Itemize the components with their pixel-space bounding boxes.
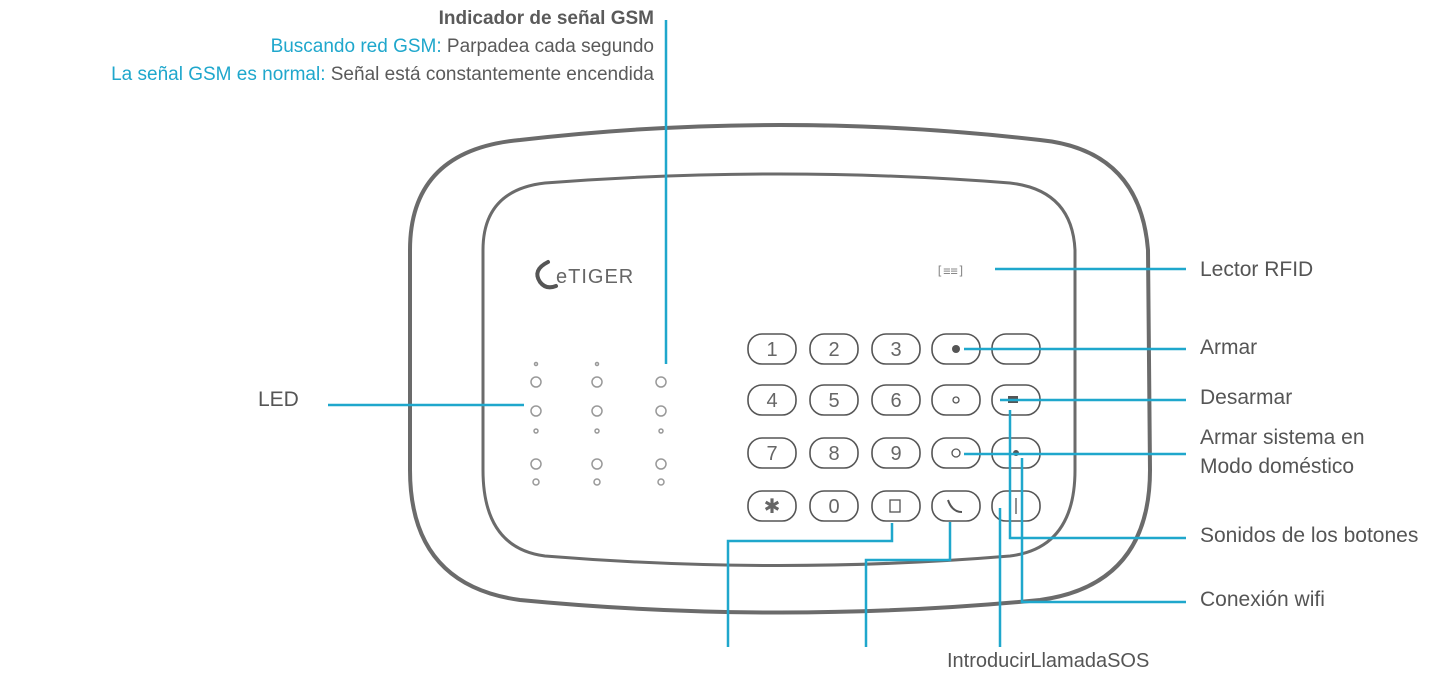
gsm-normal-value: Señal está constantemente encendida xyxy=(325,64,654,85)
home-icon xyxy=(951,448,961,458)
key-1-label: 1 xyxy=(766,339,777,361)
disarm-label: Desarmar xyxy=(1200,386,1293,409)
key-1 xyxy=(747,333,797,365)
key-0 xyxy=(809,490,859,522)
led-label: LED xyxy=(258,388,299,411)
home-mode-label-line1: Armar sistema en xyxy=(1200,426,1365,449)
led-icon xyxy=(530,376,542,388)
led-symbol xyxy=(533,428,539,434)
home-mode-label-line2: Modo doméstico xyxy=(1200,455,1355,478)
led-symbol xyxy=(532,478,540,486)
button-sounds-label: Sonidos de los botones xyxy=(1200,524,1419,547)
key-3 xyxy=(871,333,921,365)
led-icon xyxy=(530,405,542,417)
keypad xyxy=(747,333,1041,522)
hash-icon xyxy=(889,499,901,513)
led-symbol xyxy=(533,361,539,367)
key-call xyxy=(931,490,981,522)
key-7 xyxy=(747,437,797,469)
etiger-logo: eTIGER xyxy=(535,260,634,290)
gsm-normal-line: La señal GSM es normal: Señal está const… xyxy=(111,64,654,86)
enter-callout-line xyxy=(726,523,894,647)
key-sos xyxy=(991,490,1041,522)
gsm-searching-value: Parpadea cada segundo xyxy=(441,36,654,57)
keypad-digits: 1 2 3 4 5 6 7 8 9 ✱ 0 xyxy=(764,339,902,518)
phone-icon xyxy=(947,499,963,513)
key-4-label: 4 xyxy=(766,390,777,412)
device-inner-panel xyxy=(481,172,1077,567)
bottom-callout-label: IntroducirLlamadaSOS xyxy=(947,650,1150,672)
keypad-icons xyxy=(889,345,1019,514)
call-callout-line xyxy=(864,522,952,647)
led-symbol xyxy=(657,478,665,486)
key-star-label: ✱ xyxy=(764,496,781,518)
key-enter xyxy=(871,490,921,522)
led-icon xyxy=(591,458,603,470)
device-outer-frame xyxy=(408,123,1153,615)
callout-lines xyxy=(328,20,1186,647)
led-icon xyxy=(655,376,667,388)
key-8-label: 8 xyxy=(828,443,839,465)
key-7-label: 7 xyxy=(766,443,777,465)
led-icon xyxy=(530,458,542,470)
rfid-label: Lector RFID xyxy=(1200,258,1314,281)
rfid-icon: [≡≡] xyxy=(936,264,965,278)
key-2 xyxy=(809,333,859,365)
led-icon xyxy=(655,458,667,470)
key-star xyxy=(747,490,797,522)
gsm-searching-line: Buscando red GSM: Parpadea cada segundo xyxy=(271,36,654,58)
gsm-indicator-title: Indicador de señal GSM xyxy=(438,8,654,29)
key-8 xyxy=(809,437,859,469)
brand-text: eTIGER xyxy=(556,266,634,288)
key-0-label: 0 xyxy=(828,496,839,518)
led-icon xyxy=(591,405,603,417)
unlock-icon xyxy=(952,396,960,404)
led-icon xyxy=(655,405,667,417)
key-9-label: 9 xyxy=(890,443,901,465)
led-symbol xyxy=(593,478,601,486)
sound-callout-line xyxy=(1008,410,1186,540)
gsm-searching-key: Buscando red GSM: xyxy=(270,36,442,57)
key-6-label: 6 xyxy=(890,390,901,412)
gsm-normal-key: La señal GSM es normal: xyxy=(111,64,326,85)
arm-label: Armar xyxy=(1200,336,1258,359)
key-6 xyxy=(871,384,921,416)
led-matrix xyxy=(530,361,667,486)
key-disarm xyxy=(931,384,981,416)
led-symbol xyxy=(658,428,664,434)
led-symbol xyxy=(594,428,600,434)
key-9 xyxy=(871,437,921,469)
wifi-label: Conexión wifi xyxy=(1200,588,1325,611)
wifi-callout-line xyxy=(1020,458,1186,604)
key-5 xyxy=(809,384,859,416)
lock-icon xyxy=(952,345,960,353)
key-3-label: 3 xyxy=(890,339,901,361)
key-4 xyxy=(747,384,797,416)
led-icon xyxy=(591,376,603,388)
key-2-label: 2 xyxy=(828,339,839,361)
led-symbol xyxy=(594,361,600,367)
key-5-label: 5 xyxy=(828,390,839,412)
